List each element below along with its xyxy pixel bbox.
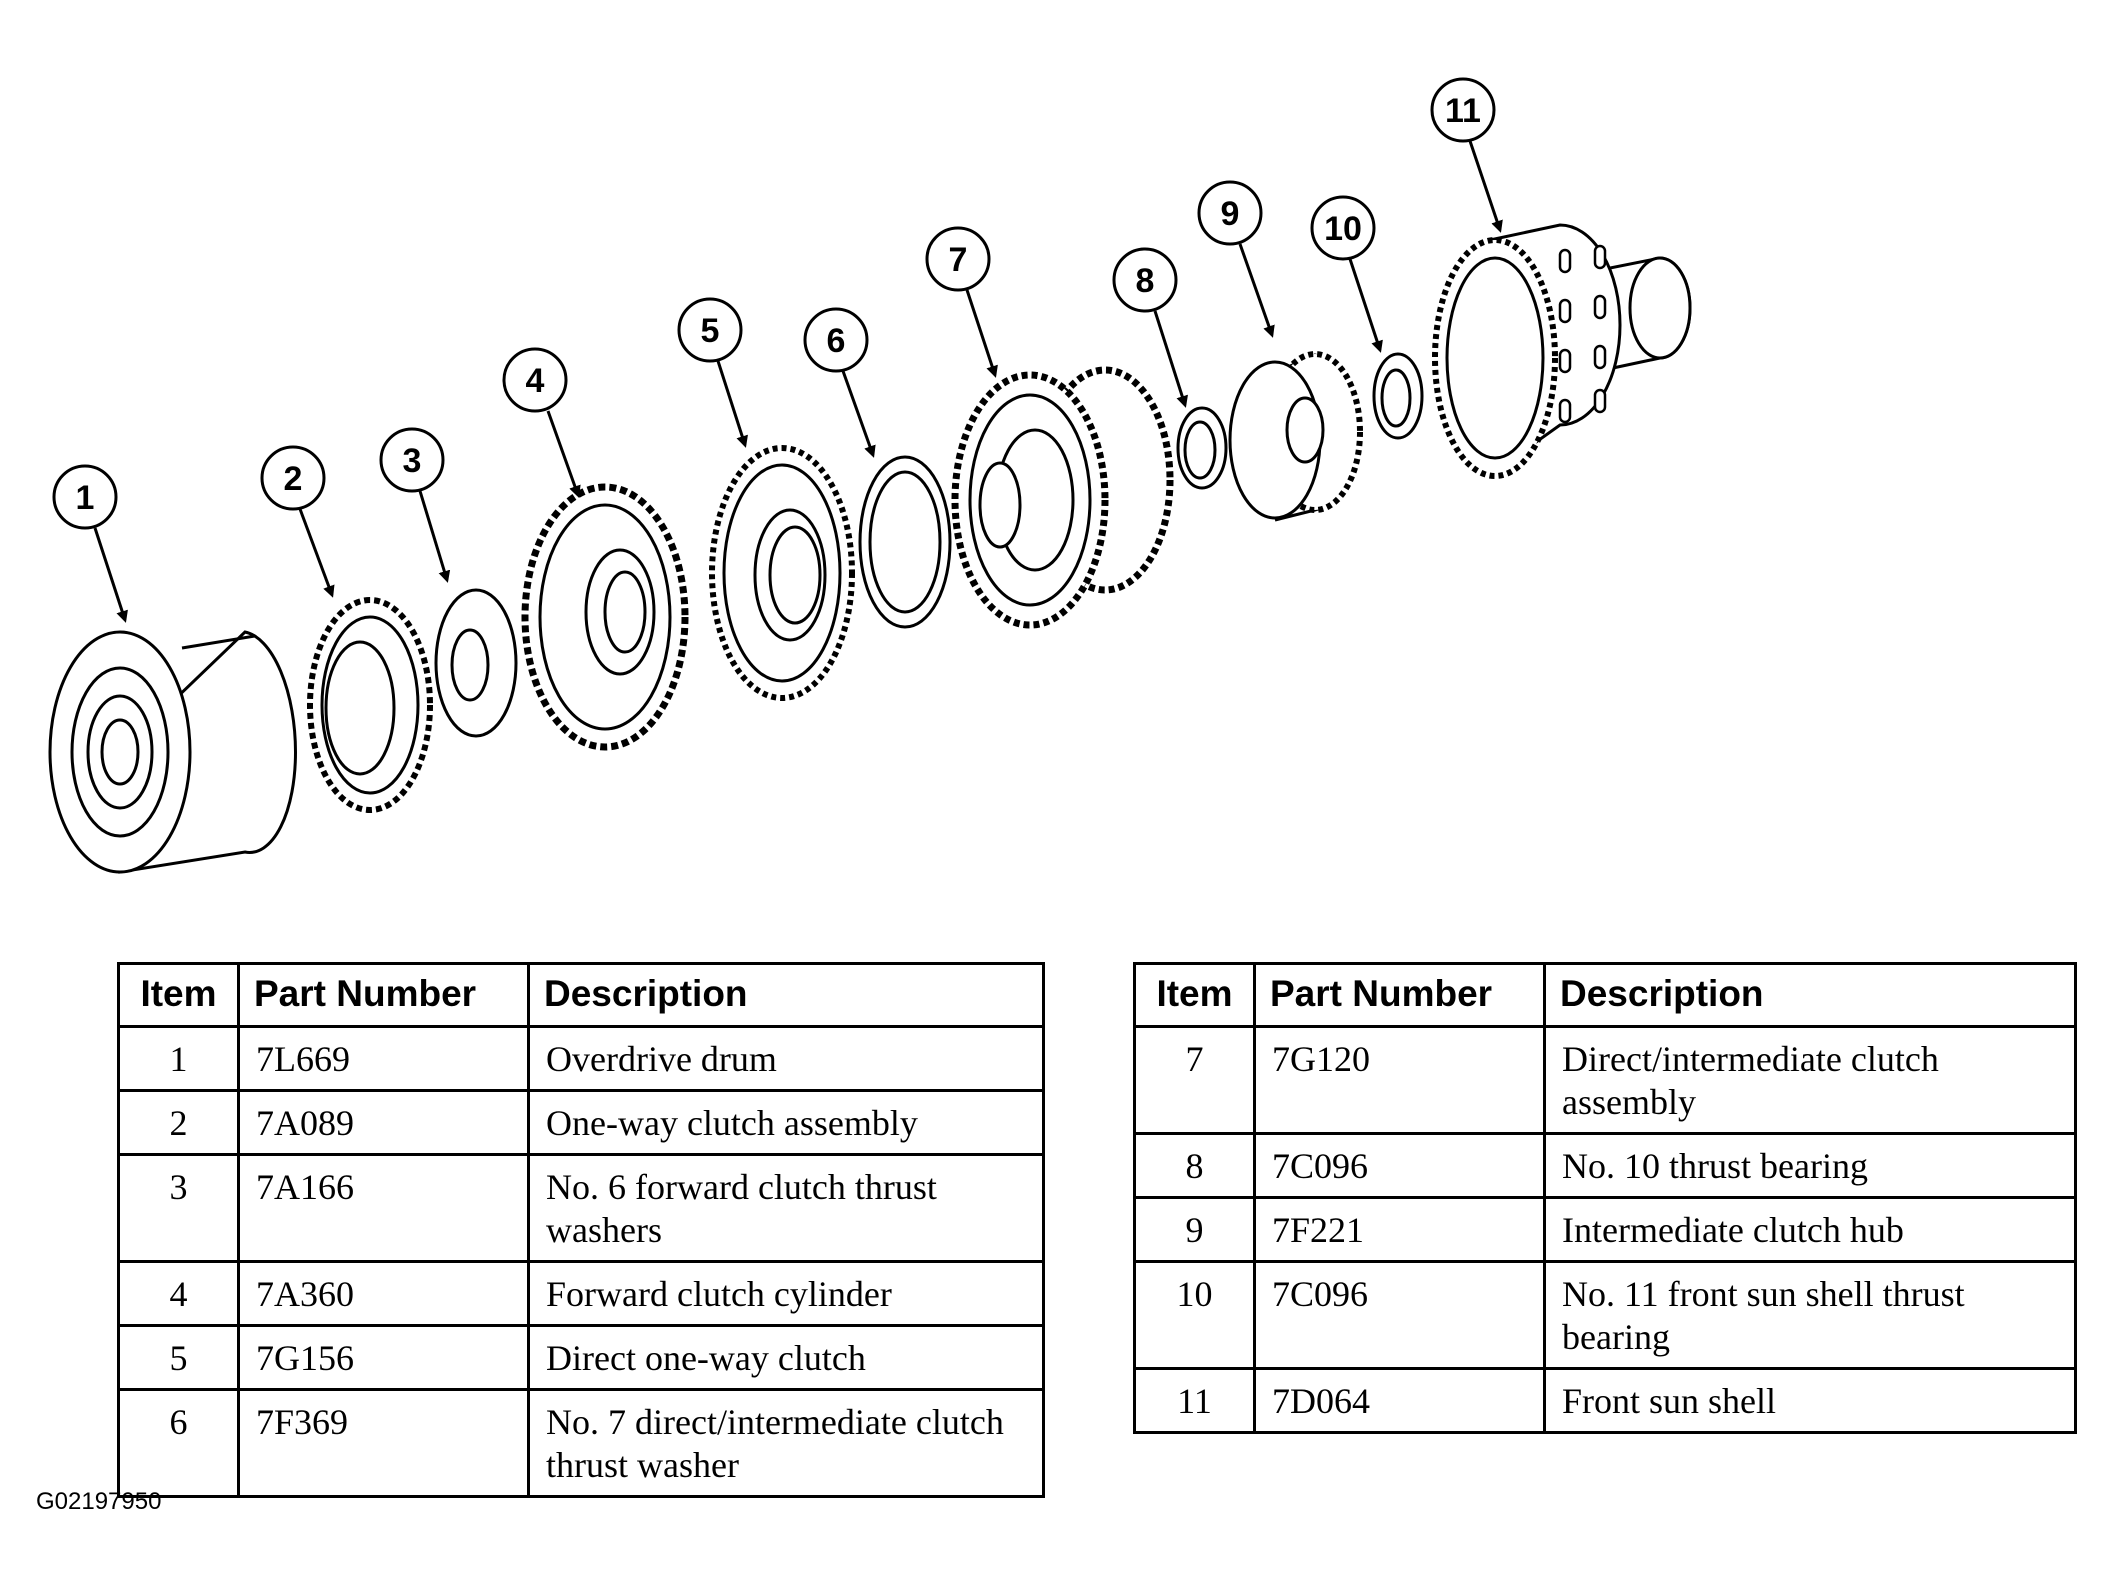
item-cell: 11 — [1133, 1367, 1256, 1434]
table-header-row: Item Part Number Description — [117, 962, 1045, 1028]
svg-text:1: 1 — [76, 479, 95, 517]
parts-table-left: Item Part Number Description 1 7L669 Ove… — [117, 962, 1045, 1498]
item-cell: 5 — [117, 1324, 240, 1391]
item-cell: 7 — [1133, 1025, 1256, 1135]
callout-11: 11 — [1430, 77, 1503, 233]
item-cell: 6 — [117, 1388, 240, 1498]
table-row: 3 7A166 No. 6 forward clutch thrust wash… — [117, 1153, 1045, 1263]
table-header-row: Item Part Number Description — [1133, 962, 2077, 1028]
callout-5: 5 — [677, 297, 748, 448]
part-number-cell: 7G120 — [1253, 1025, 1546, 1135]
part-number-cell: 7F221 — [1253, 1196, 1546, 1263]
callout-10: 10 — [1310, 195, 1383, 353]
description-cell: Front sun shell — [1543, 1367, 2077, 1434]
description-cell: Overdrive drum — [527, 1025, 1045, 1092]
svg-text:11: 11 — [1445, 92, 1481, 130]
callout-1: 1 — [52, 464, 128, 623]
part-number-cell: 7A166 — [237, 1153, 530, 1263]
svg-text:8: 8 — [1136, 262, 1155, 300]
part-10-thrust-bearing — [1372, 352, 1424, 440]
callout-3: 3 — [379, 427, 451, 583]
exploded-view-diagram: 1 2 3 4 5 6 7 8 9 10 — [48, 77, 1692, 874]
figure-code: G02197950 — [36, 1488, 162, 1515]
svg-text:3: 3 — [403, 442, 422, 480]
table-row: 4 7A360 Forward clutch cylinder — [117, 1260, 1045, 1327]
description-cell: No. 11 front sun shell thrust bearing — [1543, 1260, 2077, 1370]
description-cell: One-way clutch assembly — [527, 1089, 1045, 1156]
callout-7: 7 — [925, 226, 998, 378]
callout-4: 4 — [502, 347, 581, 498]
callout-6: 6 — [803, 307, 876, 458]
header-description: Description — [1543, 962, 2077, 1028]
part-11-front-sun-shell — [1432, 223, 1692, 479]
item-cell: 8 — [1133, 1132, 1256, 1199]
description-cell: Intermediate clutch hub — [1543, 1196, 2077, 1263]
svg-text:5: 5 — [701, 312, 720, 350]
description-cell: Direct one-way clutch — [527, 1324, 1045, 1391]
table-row: 1 7L669 Overdrive drum — [117, 1025, 1045, 1092]
part-number-cell: 7A089 — [237, 1089, 530, 1156]
callout-2: 2 — [260, 445, 335, 598]
part-3-thrust-washer — [434, 588, 518, 738]
part-9-intermediate-clutch-hub — [1228, 351, 1363, 522]
svg-text:10: 10 — [1324, 210, 1362, 248]
description-cell: Direct/intermediate clutch assembly — [1543, 1025, 2077, 1135]
parts-table-right: Item Part Number Description 7 7G120 Dir… — [1133, 962, 2077, 1434]
svg-text:4: 4 — [526, 362, 545, 400]
header-item: Item — [117, 962, 240, 1028]
header-part-number: Part Number — [1253, 962, 1546, 1028]
part-number-cell: 7G156 — [237, 1324, 530, 1391]
part-5-direct-one-way-clutch — [709, 445, 855, 701]
description-cell: No. 6 forward clutch thrust washers — [527, 1153, 1045, 1263]
part-number-cell: 7D064 — [1253, 1367, 1546, 1434]
header-description: Description — [527, 962, 1045, 1028]
table-row: 6 7F369 No. 7 direct/intermediate clutch… — [117, 1388, 1045, 1498]
description-cell: No. 10 thrust bearing — [1543, 1132, 2077, 1199]
part-8-thrust-bearing — [1176, 406, 1228, 490]
part-number-cell: 7A360 — [237, 1260, 530, 1327]
item-cell: 3 — [117, 1153, 240, 1263]
callout-9: 9 — [1197, 180, 1275, 338]
part-6-thrust-washer — [858, 455, 952, 629]
table-row: 8 7C096 No. 10 thrust bearing — [1133, 1132, 2077, 1199]
part-7-direct-intermediate-clutch — [951, 366, 1174, 629]
part-number-cell: 7C096 — [1253, 1260, 1546, 1370]
table-row: 9 7F221 Intermediate clutch hub — [1133, 1196, 2077, 1263]
header-part-number: Part Number — [237, 962, 530, 1028]
part-number-cell: 7F369 — [237, 1388, 530, 1498]
item-cell: 2 — [117, 1089, 240, 1156]
callout-8: 8 — [1112, 247, 1188, 408]
item-cell: 9 — [1133, 1196, 1256, 1263]
table-row: 5 7G156 Direct one-way clutch — [117, 1324, 1045, 1391]
item-cell: 10 — [1133, 1260, 1256, 1370]
description-cell: Forward clutch cylinder — [527, 1260, 1045, 1327]
part-1-overdrive-drum — [48, 630, 298, 874]
header-item: Item — [1133, 962, 1256, 1028]
part-number-cell: 7C096 — [1253, 1132, 1546, 1199]
table-row: 10 7C096 No. 11 front sun shell thrust b… — [1133, 1260, 2077, 1370]
description-cell: No. 7 direct/intermediate clutch thrust … — [527, 1388, 1045, 1498]
item-cell: 4 — [117, 1260, 240, 1327]
item-cell: 1 — [117, 1025, 240, 1092]
svg-text:7: 7 — [949, 241, 968, 279]
svg-text:2: 2 — [284, 460, 303, 498]
svg-text:9: 9 — [1221, 195, 1240, 233]
part-2-one-way-clutch — [307, 597, 433, 813]
part-number-cell: 7L669 — [237, 1025, 530, 1092]
table-row: 7 7G120 Direct/intermediate clutch assem… — [1133, 1025, 2077, 1135]
svg-text:6: 6 — [827, 322, 846, 360]
table-row: 2 7A089 One-way clutch assembly — [117, 1089, 1045, 1156]
table-row: 11 7D064 Front sun shell — [1133, 1367, 2077, 1434]
part-4-forward-clutch-cylinder — [521, 483, 689, 751]
